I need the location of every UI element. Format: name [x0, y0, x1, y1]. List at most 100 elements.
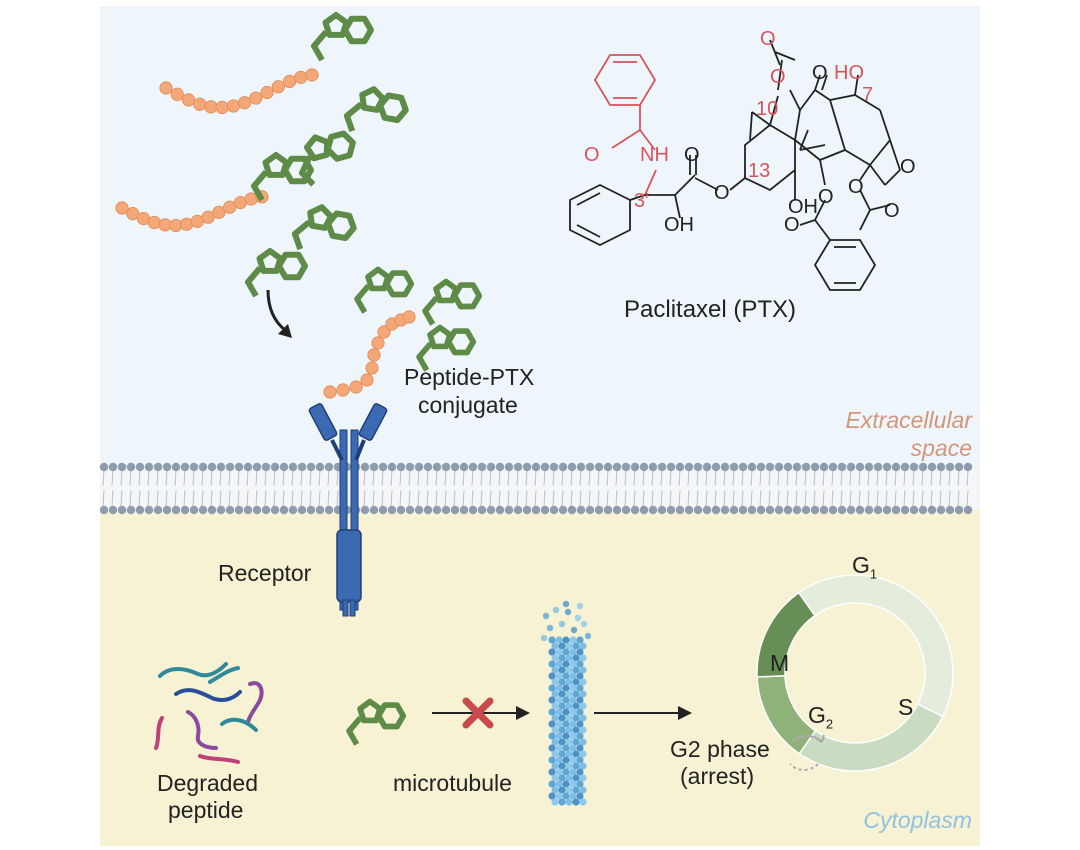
- lipid-head: [801, 462, 811, 472]
- lipid-head: [315, 505, 325, 515]
- lipid-tail: [768, 489, 771, 507]
- lipid-head: [180, 462, 190, 472]
- lipid-tail: [606, 469, 609, 487]
- lipid-tail: [453, 469, 456, 487]
- lipid-tail: [723, 469, 726, 487]
- lipid-head: [657, 462, 667, 472]
- lipid-head: [945, 505, 955, 515]
- tubulin-dimer: [558, 726, 566, 734]
- lipid-tail: [579, 489, 582, 507]
- peptide-bead: [271, 80, 285, 94]
- lipid-tail: [336, 489, 339, 507]
- lipid-head: [819, 462, 829, 472]
- ptx-ring-motif: [245, 248, 308, 298]
- lipid-head: [864, 462, 874, 472]
- lipid-tail: [921, 469, 924, 487]
- tubulin-dimer: [562, 672, 570, 680]
- lipid-head: [297, 462, 307, 472]
- lipid-head: [432, 505, 442, 515]
- lipid-head: [279, 462, 289, 472]
- lipid-tail: [417, 469, 420, 487]
- lipid-head: [405, 505, 415, 515]
- lipid-head: [603, 462, 613, 472]
- lipid-head: [585, 462, 595, 472]
- tubulin-dimer: [576, 648, 584, 656]
- lipid-tail: [696, 469, 699, 487]
- tubulin-dimer: [569, 684, 577, 692]
- lipid-head: [171, 462, 181, 472]
- lipid-head: [180, 505, 190, 515]
- tubulin-dimer: [579, 702, 587, 710]
- phase-label-g1: G1: [852, 552, 877, 583]
- lipid-tail: [120, 489, 123, 507]
- arrest-arrow: [594, 706, 692, 720]
- lipid-tail: [111, 489, 114, 507]
- lipid-head: [936, 462, 946, 472]
- cell-cycle-ring: [756, 574, 954, 772]
- lipid-head: [855, 505, 865, 515]
- tubulin-dimer: [572, 750, 580, 758]
- lipid-head: [99, 505, 109, 515]
- lipid-tail: [138, 489, 141, 507]
- peptide-ptx-conjugates-free: [115, 12, 409, 298]
- tubulin-dimer: [548, 768, 556, 776]
- cell-cycle-m-segment: [756, 591, 816, 678]
- lipid-tail: [795, 469, 798, 487]
- lipid-head: [945, 462, 955, 472]
- free-tubulin: [564, 608, 572, 616]
- microtubule-structure: [540, 600, 592, 806]
- lipid-head: [729, 505, 739, 515]
- phase-g2-name: G: [808, 702, 826, 728]
- tubulin-dimer: [565, 714, 573, 722]
- tubulin-dimer: [551, 690, 559, 698]
- tubulin-dimer: [569, 672, 577, 680]
- tubulin-dimer: [572, 726, 580, 734]
- lipid-tail: [399, 469, 402, 487]
- lipid-head: [108, 505, 118, 515]
- tubulin-dimer: [562, 648, 570, 656]
- tubulin-dimer: [565, 702, 573, 710]
- tubulin-dimer: [555, 792, 563, 800]
- lipid-head: [738, 462, 748, 472]
- tubulin-dimer: [558, 690, 566, 698]
- binding-arrow: [266, 289, 292, 338]
- lipid-tail: [642, 489, 645, 507]
- peptide-bead: [282, 74, 297, 89]
- lipid-tail: [633, 489, 636, 507]
- lipid-head: [450, 505, 460, 515]
- peptide-bead: [305, 68, 319, 82]
- atom-o-ester-10: O: [770, 66, 786, 88]
- lipid-tail: [318, 489, 321, 507]
- lipid-tail: [597, 489, 600, 507]
- peptide-bead: [367, 348, 381, 362]
- lipid-tail: [696, 489, 699, 507]
- lipid-head: [702, 462, 712, 472]
- tubulin-dimer: [551, 666, 559, 674]
- peptide-bead: [260, 85, 274, 100]
- tubulin-dimer: [579, 726, 587, 734]
- tubulin-dimer: [558, 750, 566, 758]
- lipid-head: [171, 505, 181, 515]
- tubulin-dimer: [579, 690, 587, 698]
- g2-phase-label-line2: (arrest): [680, 763, 755, 789]
- lipid-head: [873, 505, 883, 515]
- phase-label-g2: G2: [808, 702, 833, 733]
- tubulin-dimer: [551, 798, 559, 806]
- lipid-head: [900, 462, 910, 472]
- block-x-icon: [462, 697, 494, 729]
- tubulin-dimer: [562, 684, 570, 692]
- tubulin-dimer: [576, 792, 584, 800]
- lipid-tail: [327, 469, 330, 487]
- lipid-head: [594, 462, 604, 472]
- lipid-tail: [849, 489, 852, 507]
- lipid-head: [108, 462, 118, 472]
- lipid-tail: [597, 469, 600, 487]
- lipid-tail: [300, 489, 303, 507]
- lipid-tail: [516, 489, 519, 507]
- tubulin-dimer: [555, 744, 563, 752]
- lipid-tail: [507, 489, 510, 507]
- free-tubulin: [552, 606, 560, 614]
- tubulin-dimer: [569, 744, 577, 752]
- lipid-tail: [813, 469, 816, 487]
- lipid-head: [189, 462, 199, 472]
